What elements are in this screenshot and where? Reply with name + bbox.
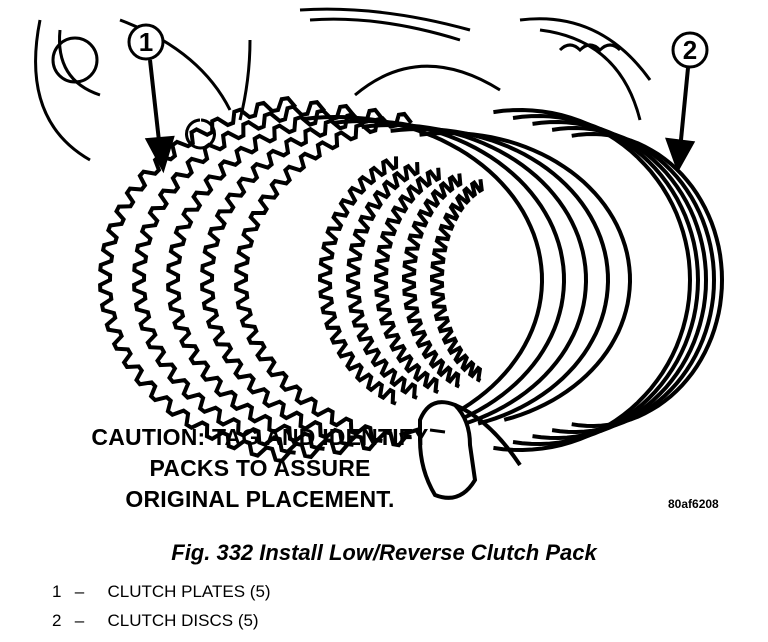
- caution-line-1: CAUTION: TAG AND IDENTIFY: [91, 424, 429, 450]
- legend-item-1: 1 – CLUTCH PLATES (5): [52, 577, 271, 606]
- legend-number: 2: [52, 611, 62, 630]
- clutch-disc-inner-teeth: [317, 156, 399, 406]
- legend: 1 – CLUTCH PLATES (5) 2 – CLUTCH DISCS (…: [52, 577, 271, 635]
- legend-number: 1: [52, 582, 62, 601]
- clutch-plate: [200, 107, 384, 452]
- clutch-disc-inner-teeth: [430, 178, 484, 383]
- callout-arrows: [144, 59, 696, 174]
- figure-caption: Fig. 332 Install Low/Reverse Clutch Pack: [171, 540, 597, 565]
- hand-holding-pack: [418, 400, 522, 500]
- clutch-disc-inner-teeth: [402, 173, 463, 389]
- clutch-plate: [98, 95, 298, 464]
- legend-text: CLUTCH DISCS (5): [107, 611, 259, 630]
- caution-line-3: ORIGINAL PLACEMENT.: [125, 486, 395, 512]
- clutch-plate: [234, 111, 413, 448]
- caution-note: CAUTION: TAG AND IDENTIFY PACKS TO ASSUR…: [40, 422, 480, 515]
- legend-dash: –: [74, 611, 85, 630]
- clutch-discs-stack: [317, 107, 725, 453]
- clutch-disc: [571, 131, 725, 429]
- legend-dash: –: [74, 582, 85, 601]
- legend-item-2: 2 – CLUTCH DISCS (5): [52, 606, 271, 635]
- callout-1: 1: [127, 23, 165, 61]
- clutch-plate-edge: [303, 114, 545, 437]
- legend-text: CLUTCH PLATES (5): [107, 582, 271, 601]
- clutch-plate: [166, 103, 356, 456]
- clutch-disc-inner-teeth: [346, 162, 420, 400]
- callout-1-label: 1: [139, 27, 153, 57]
- clutch-disc: [532, 119, 709, 441]
- clutch-disc-inner-teeth: [374, 167, 441, 395]
- clutch-plates-stack: [98, 95, 633, 464]
- callout-2-label: 2: [683, 35, 697, 65]
- clutch-plate: [132, 99, 327, 460]
- transmission-case-background: [34, 7, 652, 162]
- figure-id: 80af6208: [668, 497, 719, 511]
- caution-line-2: PACKS TO ASSURE: [149, 455, 371, 481]
- clutch-plate-edge: [419, 130, 633, 422]
- callout-2: 2: [671, 31, 709, 69]
- clutch-pack-illustration: 1 2: [34, 7, 725, 500]
